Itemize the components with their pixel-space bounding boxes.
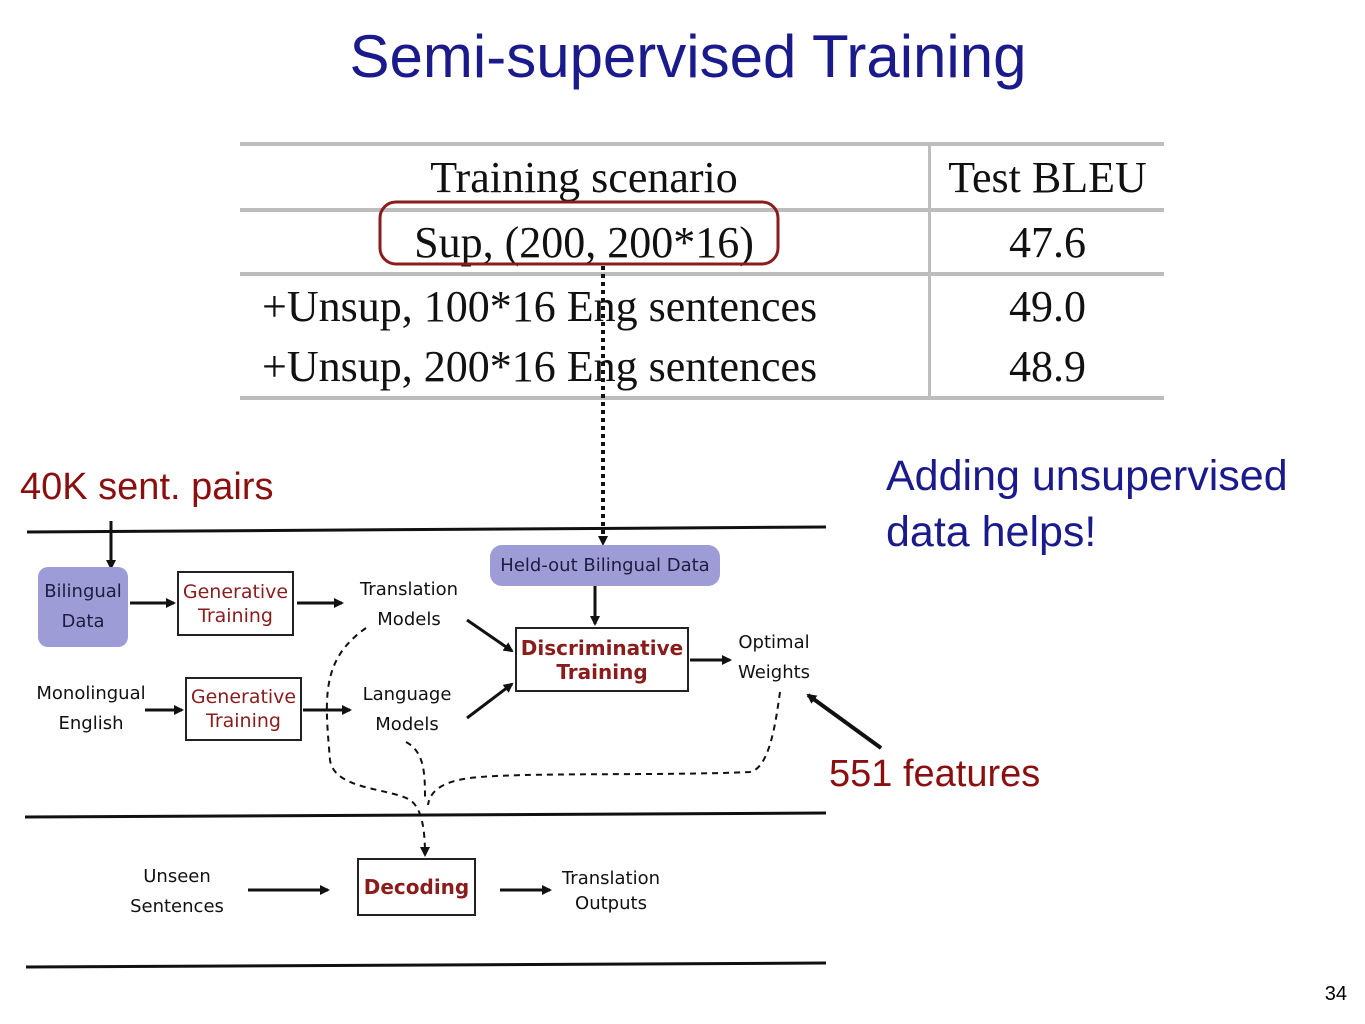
optimal-line1: Optimal bbox=[738, 632, 810, 653]
optimal-line2: Weights bbox=[737, 662, 811, 683]
highlight-ring bbox=[378, 200, 780, 266]
disc-line1: Discriminative bbox=[520, 635, 684, 660]
features-label: 551 features bbox=[829, 753, 1041, 795]
dashed-path-transmodels bbox=[325, 627, 430, 857]
generative-training-box-1: Generative Training bbox=[177, 571, 294, 636]
lang-models-line2: Models bbox=[375, 714, 439, 735]
trans-models-line2: Models bbox=[377, 609, 441, 630]
decoding-box: Decoding bbox=[357, 858, 476, 916]
table-row: +Unsup, 200*16 Eng sentences 48.9 bbox=[240, 336, 1164, 400]
language-models-label: Language Models bbox=[356, 680, 458, 740]
unseen-line2: Sentences bbox=[130, 896, 224, 917]
bleu-cell: 49.0 bbox=[1009, 281, 1086, 331]
header-scenario: Training scenario bbox=[240, 142, 931, 212]
header-bleu: Test BLEU bbox=[929, 142, 1164, 212]
unseen-sentences-label: Unseen Sentences bbox=[124, 862, 230, 922]
gen2-line1: Generative bbox=[190, 686, 297, 708]
table-header-row: Training scenario Test BLEU bbox=[240, 142, 1164, 212]
scenario-cell: +Unsup, 200*16 Eng sentences bbox=[240, 336, 931, 400]
slide-title: Semi-supervised Training bbox=[349, 23, 1027, 90]
mono-line2: English bbox=[58, 713, 124, 734]
bilingual-data-line1: Bilingual bbox=[44, 581, 122, 602]
gen1-line2: Training bbox=[198, 604, 273, 627]
trans-models-line1: Translation bbox=[359, 579, 459, 600]
generative-training-box-2: Generative Training bbox=[185, 677, 302, 741]
table-row: Sup, (200, 200*16) 47.6 bbox=[240, 210, 1164, 276]
sent-pairs-label: 40K sent. pairs bbox=[20, 466, 274, 508]
arrow-transmodels-disc bbox=[466, 618, 514, 653]
translation-models-label: Translation Models bbox=[353, 575, 465, 635]
slide-number: 34 bbox=[1324, 983, 1347, 1005]
arrow-langmodels-disc bbox=[466, 682, 514, 720]
gen2-line2: Training bbox=[206, 710, 281, 732]
optimal-weights-label: Optimal Weights bbox=[731, 628, 817, 688]
unsupervised-note-line2: data helps! bbox=[886, 508, 1097, 556]
monolingual-english-label: Monolingual English bbox=[32, 679, 150, 739]
discriminative-training-box: Discriminative Training bbox=[515, 627, 689, 692]
trans-out-line2: Outputs bbox=[575, 893, 647, 914]
bleu-cell: 47.6 bbox=[929, 210, 1164, 276]
bilingual-data-line2: Data bbox=[61, 611, 105, 632]
results-table: Training scenario Test BLEU Sup, (200, 2… bbox=[240, 142, 1164, 400]
translation-outputs-label: Translation Outputs bbox=[556, 866, 666, 916]
dashed-path-langmodels bbox=[405, 741, 426, 801]
features-arrow bbox=[806, 693, 883, 750]
divider-line-bottom bbox=[25, 961, 827, 969]
scenario-cell: Sup, (200, 200*16) bbox=[240, 210, 931, 276]
dashed-path-weights bbox=[427, 691, 781, 806]
lang-models-line1: Language bbox=[362, 684, 452, 705]
scenario-cell: +Unsup, 100*16 Eng sentences bbox=[240, 274, 931, 336]
trans-out-line1: Translation bbox=[561, 868, 661, 889]
table-row: +Unsup, 100*16 Eng sentences 49.0 bbox=[240, 274, 1164, 336]
disc-line2: Training bbox=[556, 659, 648, 684]
mono-line1: Monolingual bbox=[36, 683, 146, 704]
unsupervised-note: Adding unsupervised data helps! bbox=[886, 448, 1288, 560]
bilingual-data-node: Bilingual Data bbox=[38, 567, 128, 647]
unsupervised-note-line1: Adding unsupervised bbox=[886, 452, 1288, 500]
divider-line-top bbox=[26, 525, 827, 534]
heldout-bilingual-node: Held-out Bilingual Data bbox=[490, 545, 720, 586]
bleu-cell: 48.9 bbox=[929, 336, 1164, 400]
gen1-line1: Generative bbox=[182, 580, 289, 603]
unseen-line1: Unseen bbox=[143, 866, 211, 887]
divider-line-mid bbox=[24, 811, 827, 819]
